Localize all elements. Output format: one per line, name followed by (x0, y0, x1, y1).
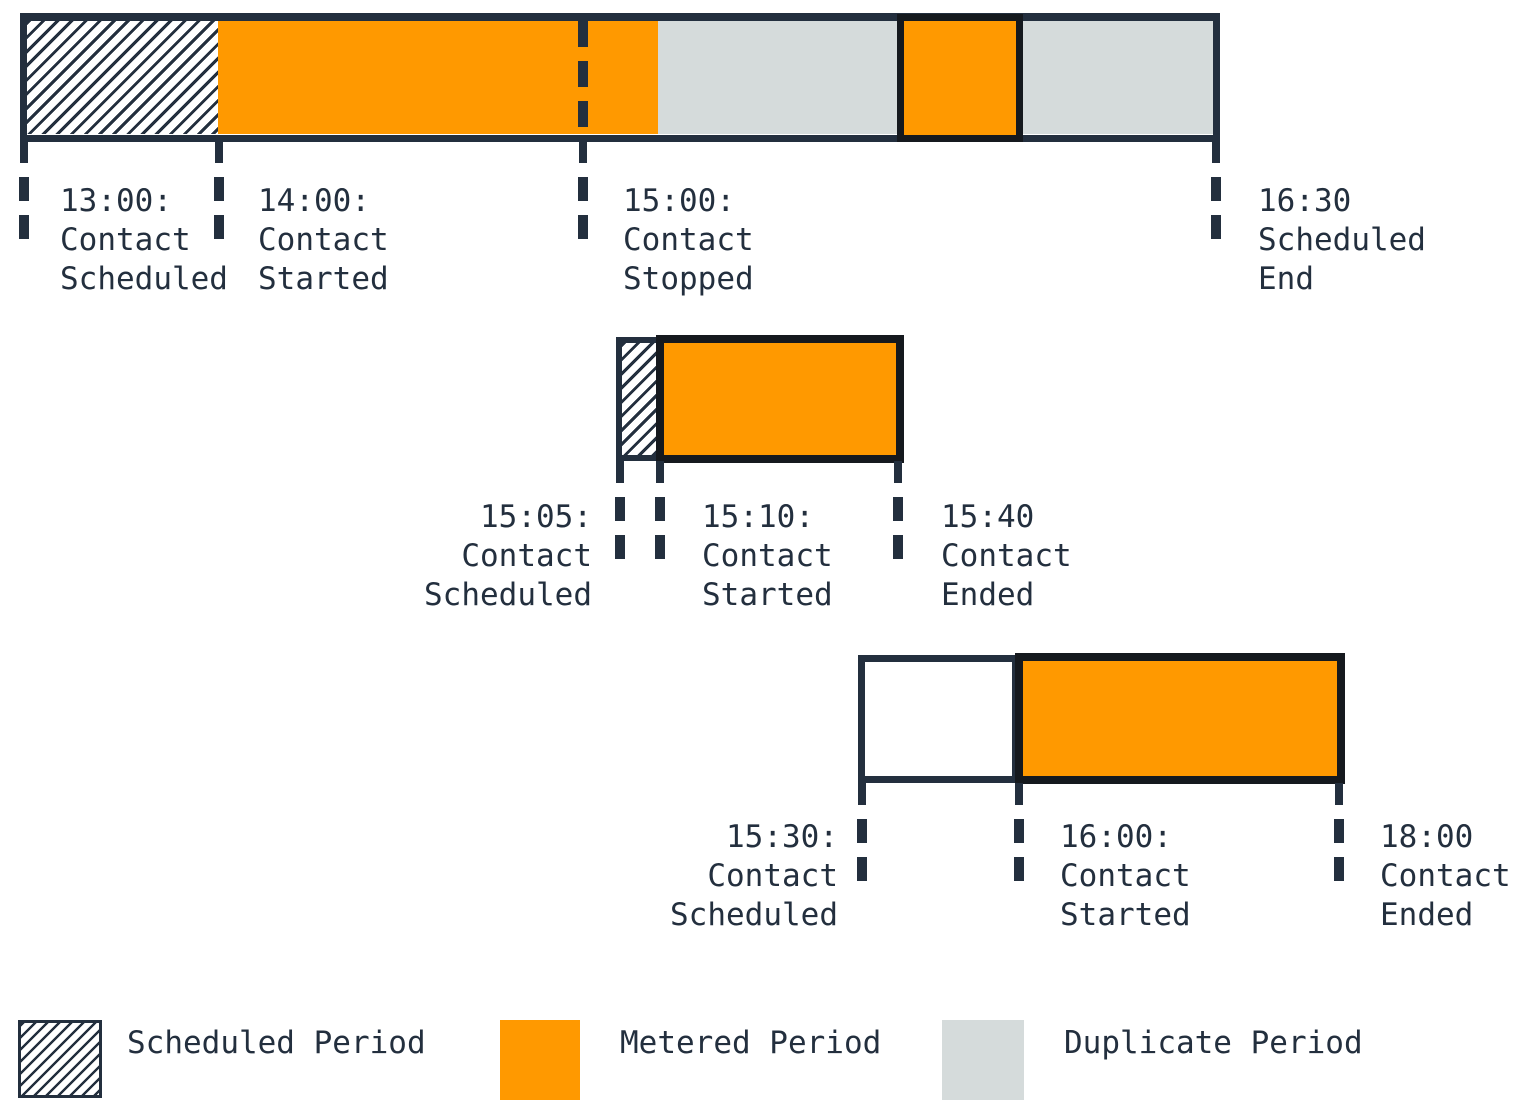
marker-label-15-05: 15:05: Contact Scheduled (342, 498, 592, 615)
tick-stem (579, 141, 587, 163)
contact-2-metered-segment (656, 335, 904, 463)
tick-dash (1211, 177, 1221, 201)
tick-13-00 (19, 141, 29, 239)
tick-stem (858, 783, 866, 805)
marker-text: Contact (702, 538, 833, 574)
marker-label-13-00: 13:00: Contact Scheduled (60, 182, 228, 299)
tick-15-30 (857, 783, 867, 881)
marker-text: Stopped (623, 261, 754, 297)
legend-metered-swatch (500, 1020, 580, 1100)
legend-duplicate-label: Duplicate Period (1064, 1025, 1363, 1061)
tick-dash (655, 497, 665, 521)
marker-label-15-00: 15:00: Contact Stopped (623, 182, 754, 299)
tick-dash (615, 535, 625, 559)
marker-label-16-30: 16:30 Scheduled End (1258, 182, 1426, 299)
marker-label-15-40: 15:40 Contact Ended (941, 498, 1072, 615)
tick-dash (893, 535, 903, 559)
marker-time: 15:00: (623, 183, 735, 219)
marker-label-15-30: 15:30: Contact Scheduled (588, 818, 838, 935)
tick-stem (1015, 783, 1023, 805)
marker-text: Scheduled (60, 261, 228, 297)
tick-dash (1014, 819, 1024, 843)
marker-text: Ended (1380, 897, 1474, 933)
marker-text: Contact (1060, 858, 1191, 894)
marker-time: 15:40 (941, 499, 1035, 535)
tick-dash (1334, 819, 1344, 843)
marker-text: End (1258, 261, 1314, 297)
tick-dash (857, 819, 867, 843)
tick-15-10 (655, 461, 665, 559)
tick-dash (578, 215, 588, 239)
contact-1-duplicate-segment-2 (1022, 21, 1213, 134)
tick-16-30 (1211, 141, 1221, 239)
tick-dash (578, 177, 588, 201)
tick-dash (1014, 857, 1024, 881)
tick-dash (615, 497, 625, 521)
tick-15-00 (578, 141, 588, 239)
tick-15-40 (893, 461, 903, 559)
marker-time: 16:00: (1060, 819, 1172, 855)
legend-metered-label: Metered Period (620, 1025, 882, 1061)
tick-stem (1212, 141, 1220, 163)
legend-scheduled-label: Scheduled Period (127, 1025, 426, 1061)
marker-time: 15:30: (726, 819, 838, 855)
marker-text: Scheduled (670, 897, 838, 933)
tick-stem (894, 461, 902, 483)
marker-time: 13:00: (60, 183, 172, 219)
contact-1-metered-resumed-segment (897, 14, 1023, 142)
marker-label-15-10: 15:10: Contact Started (702, 498, 833, 615)
tick-dash (857, 857, 867, 881)
marker-text: Contact (623, 222, 754, 258)
legend-scheduled-swatch (18, 1020, 102, 1098)
tick-dash (19, 215, 29, 239)
marker-time: 15:10: (702, 499, 814, 535)
contact-1-metered-segment (218, 21, 658, 134)
tick-16-00 (1014, 783, 1024, 881)
marker-text: Contact (941, 538, 1072, 574)
marker-text: Contact (60, 222, 191, 258)
tick-dash (1334, 857, 1344, 881)
contact-1-duplicate-segment-1 (658, 21, 898, 134)
tick-dash (655, 535, 665, 559)
marker-text: Started (258, 261, 389, 297)
tick-stem (616, 461, 624, 483)
tick-stem (215, 141, 223, 163)
contact-3-scheduled-segment (858, 655, 1019, 783)
marker-time: 14:00: (258, 183, 370, 219)
marker-label-16-00: 16:00: Contact Started (1060, 818, 1191, 935)
marker-label-14-00: 14:00: Contact Started (258, 182, 389, 299)
contact-stopped-divider (578, 21, 588, 134)
marker-text: Started (702, 577, 833, 613)
tick-dash (214, 177, 224, 201)
marker-text: Ended (941, 577, 1035, 613)
contact-1-scheduled-segment (27, 21, 218, 134)
tick-stem (656, 461, 664, 483)
tick-18-00 (1334, 783, 1344, 881)
marker-time: 15:05: (480, 499, 592, 535)
tick-14-00 (214, 141, 224, 239)
marker-label-18-00: 18:00 Contact Ended (1380, 818, 1511, 935)
marker-time: 16:30 (1258, 183, 1352, 219)
tick-15-05 (615, 461, 625, 559)
marker-text: Contact (461, 538, 592, 574)
tick-dash (893, 497, 903, 521)
tick-dash (214, 215, 224, 239)
tick-stem (1335, 783, 1343, 805)
marker-text: Scheduled (424, 577, 592, 613)
tick-stem (20, 141, 28, 163)
marker-text: Contact (1380, 858, 1511, 894)
legend-duplicate-swatch (942, 1020, 1024, 1100)
marker-text: Scheduled (1258, 222, 1426, 258)
marker-text: Contact (258, 222, 389, 258)
marker-text: Contact (707, 858, 838, 894)
contact-3-metered-segment (1015, 653, 1345, 784)
tick-dash (1211, 215, 1221, 239)
marker-text: Started (1060, 897, 1191, 933)
tick-dash (19, 177, 29, 201)
marker-time: 18:00 (1380, 819, 1474, 855)
